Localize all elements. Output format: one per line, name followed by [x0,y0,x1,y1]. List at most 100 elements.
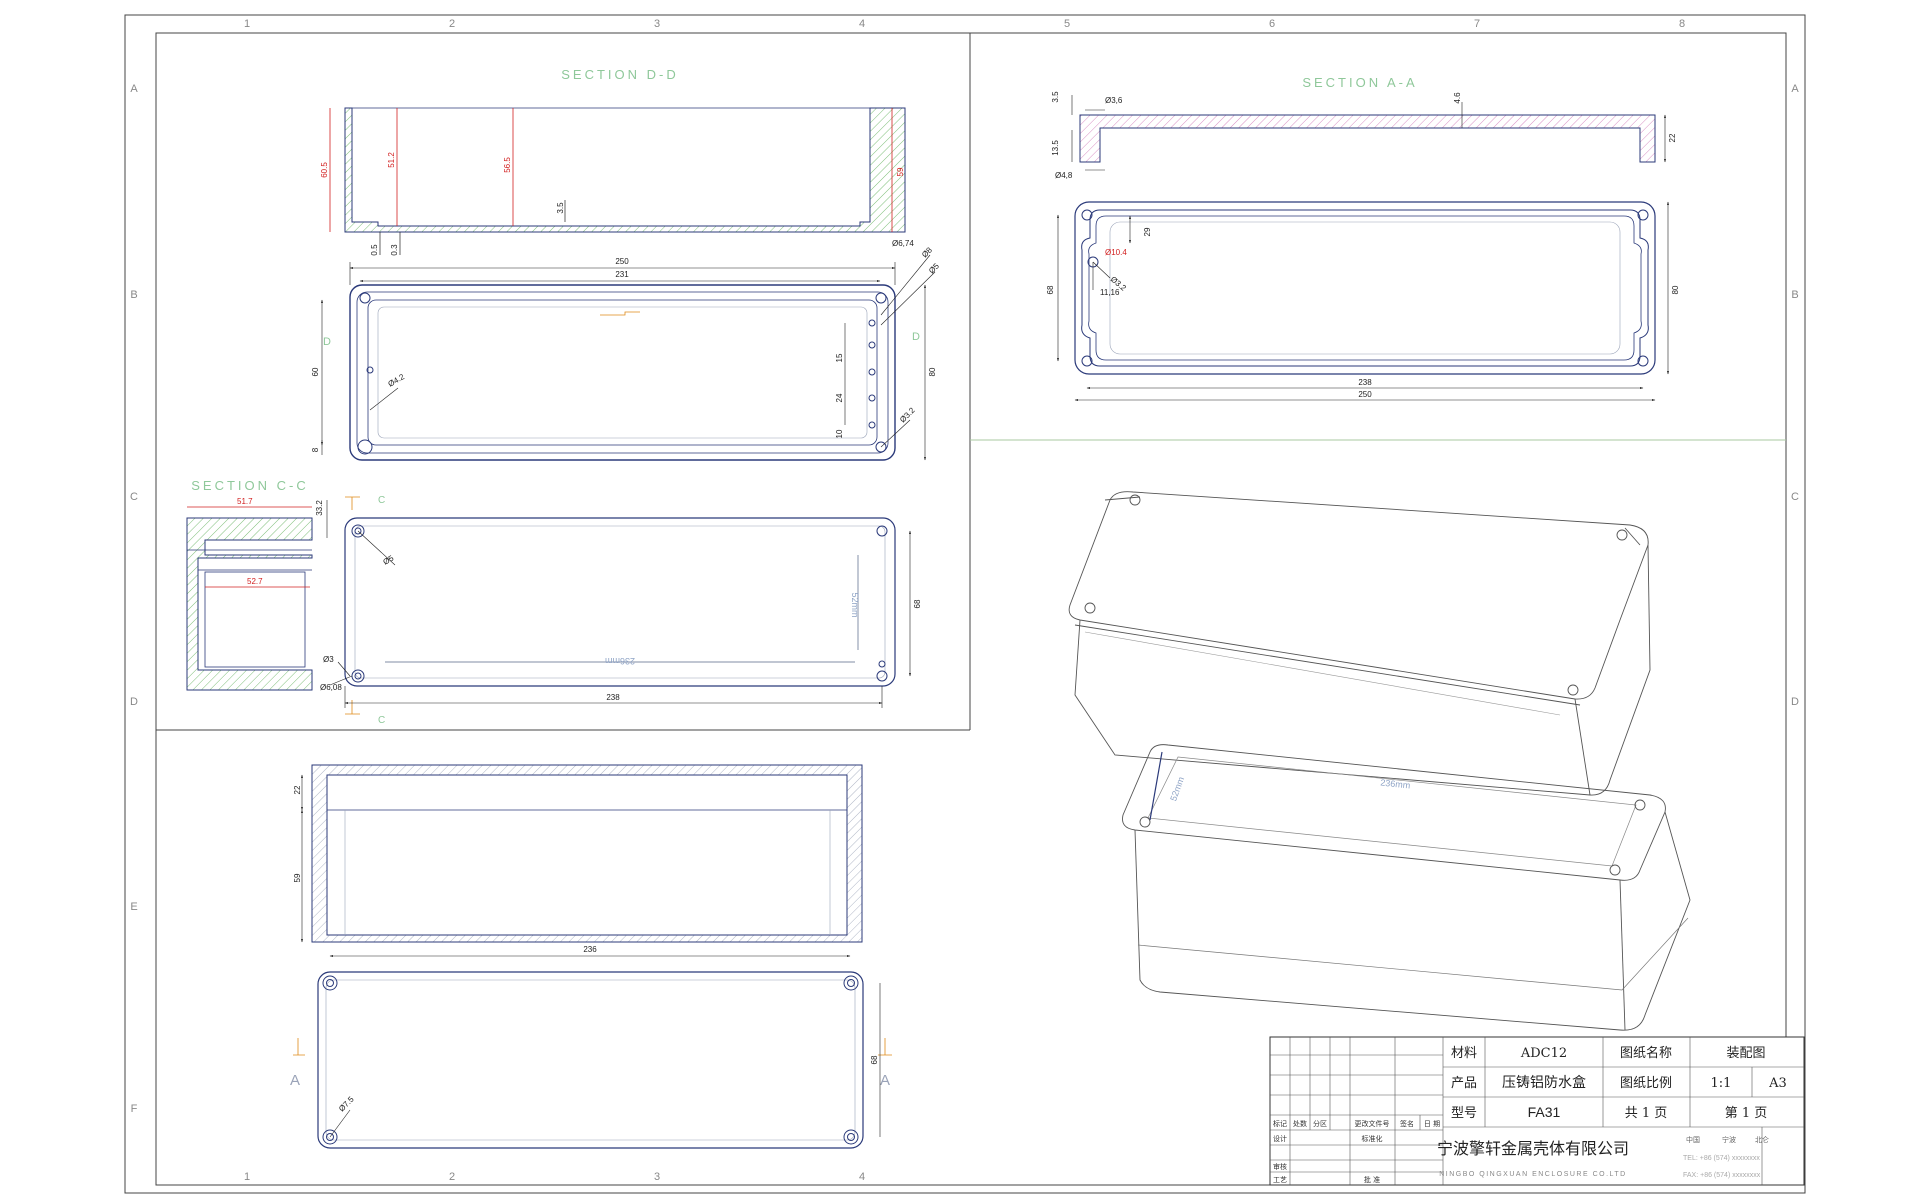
dim-24: 24 [835,393,844,402]
section-label-c-bottom: C [378,715,385,726]
grid-row-label: B [130,289,137,301]
dim-10: 10 [835,429,844,438]
dim-80: 80 [928,367,937,376]
total-pages: 共 1 页 [1625,1106,1668,1121]
section-aa-profile [1079,114,1656,163]
section-aa: SECTION A-A 3.5 Ø3,6 4.6 13.5 Ø4,8 22 [1051,75,1677,180]
design-label: 设计 [1273,1134,1287,1143]
dim-13-5: 13.5 [1051,140,1060,156]
dim-dia-4-8: Ø4,8 [1055,171,1073,180]
grid-col-label: 3 [654,18,660,30]
dim-dia-5: Ø5 [927,261,941,275]
dim-68-cc: 68 [913,599,922,608]
dim-dia-6-74: Ø6,74 [892,239,914,248]
top-view-outline [349,284,896,461]
section-dd: SECTION D-D 60.5 51.2 56.5 59 3.5 0.5 0.… [320,67,914,256]
dim-dia-6-08: Ø6,08 [320,683,342,692]
iso-lid [1068,491,1651,796]
dim-8: 8 [311,447,320,452]
dim-238-cc: 238 [606,693,620,702]
dim-dia-8: Ø8 [920,245,934,259]
lid-section: 22 59 236 [293,764,863,958]
grid-col-label: 2 [449,18,455,30]
product-label: 产品 [1451,1076,1477,1091]
aa-plan-outline [1074,201,1656,375]
address-city: 宁波 [1722,1135,1736,1144]
grid-row-label: B [1791,289,1798,301]
grid-col-label: 4 [859,1171,865,1183]
iso-base [1122,744,1691,1031]
section-cc: SECTION C-C 51.7 52.7 33.2 [186,478,328,691]
company-name-en: NINGBO QINGXUAN ENCLOSURE CO.LTD [1439,1171,1627,1178]
dim-60-5: 60.5 [320,162,329,178]
dim-15: 15 [835,353,844,362]
lid-plan-outline [317,971,864,1149]
dim-68-lid: 68 [870,1055,879,1064]
grid-col-label: 3 [654,1171,660,1183]
grid-labels: 1 2 3 4 5 6 7 8 1 2 3 4 A B C D E F A B … [130,18,1799,1183]
section-label-a-right: A [880,1072,890,1089]
dim-22-aa: 22 [1668,133,1677,142]
embossed-mark-52: 52mm [850,592,860,617]
dim-dia-3-cc: Ø3 [323,655,334,664]
dim-dia-5-cc: Ø5 [382,553,396,566]
rev-header: 更改文件号 [1355,1119,1390,1128]
dim-250: 250 [615,257,629,266]
dim-238-aa: 238 [1358,378,1372,387]
review-label: 审核 [1273,1162,1287,1171]
rev-header: 分区 [1313,1119,1327,1128]
section-label-d-right: D [912,331,920,343]
standardization-label: 标准化 [1362,1134,1383,1143]
dim-dia-3-6: Ø3,6 [1105,96,1123,105]
embossed-mark-236: 236mm [605,656,635,666]
sheet-frame [124,14,1806,1194]
dim-33-2: 33.2 [315,500,324,516]
rev-header: 签名 [1400,1119,1414,1128]
material-label: 材料 [1451,1046,1477,1061]
address-district: 北仑 [1755,1135,1769,1144]
grid-row-label: D [1791,696,1799,708]
grid-col-label: 1 [244,18,250,30]
company-name: 宁波擎轩金属壳体有限公司 [1437,1139,1629,1158]
cc-plan-outline [344,517,896,687]
drawing-name-label: 图纸名称 [1620,1045,1672,1061]
dim-59: 59 [896,167,905,176]
scale-label: 图纸比例 [1620,1076,1672,1091]
section-cc-title: SECTION C-C [191,478,309,493]
rev-header: 处数 [1293,1119,1307,1128]
iso-mark-52: 52mm [1168,776,1186,803]
section-dd-title: SECTION D-D [561,67,679,82]
grid-row-label: C [130,491,138,503]
dim-56-5: 56.5 [503,157,512,173]
dim-4-6: 4.6 [1453,92,1462,104]
dim-236-lid: 236 [583,945,597,954]
lid-plan: A A 68 Ø7.5 [290,971,892,1149]
section-label-d-left: D [323,336,331,348]
dim-60: 60 [311,367,320,376]
dim-0-5: 0.5 [370,244,379,256]
dim-68-aa: 68 [1046,285,1055,294]
model-label: 型号 [1451,1106,1477,1121]
sheet-size-value: A3 [1768,1076,1787,1091]
section-label-a-left: A [290,1072,300,1089]
company-fax: FAX: +86 (574) xxxxxxxx [1683,1172,1761,1179]
rev-header: 日 期 [1424,1120,1440,1128]
grid-row-label: C [1791,491,1799,503]
dim-3-5: 3.5 [556,202,565,214]
grid-col-label: 1 [244,1171,250,1183]
section-dd-profile [344,107,906,233]
dim-3-5-aa: 3.5 [1051,91,1060,103]
model-value: FA31 [1528,1104,1561,1120]
iso-mark-236: 236mm [1380,777,1411,790]
drawing-name-value: 装配图 [1726,1046,1765,1061]
page-number: 第 1 页 [1725,1106,1768,1121]
grid-row-label: A [1791,83,1799,95]
rev-header: 标记 [1273,1119,1287,1128]
dim-29-aa: 29 [1143,227,1152,236]
grid-row-label: F [131,1103,138,1115]
grid-col-label: 8 [1679,18,1685,30]
grid-col-label: 4 [859,18,865,30]
title-block: 材料 ADC12 图纸名称 装配图 产品 压铸铝防水盒 图纸比例 1:1 A3 … [1269,1036,1805,1186]
dim-250-aa: 250 [1358,390,1372,399]
